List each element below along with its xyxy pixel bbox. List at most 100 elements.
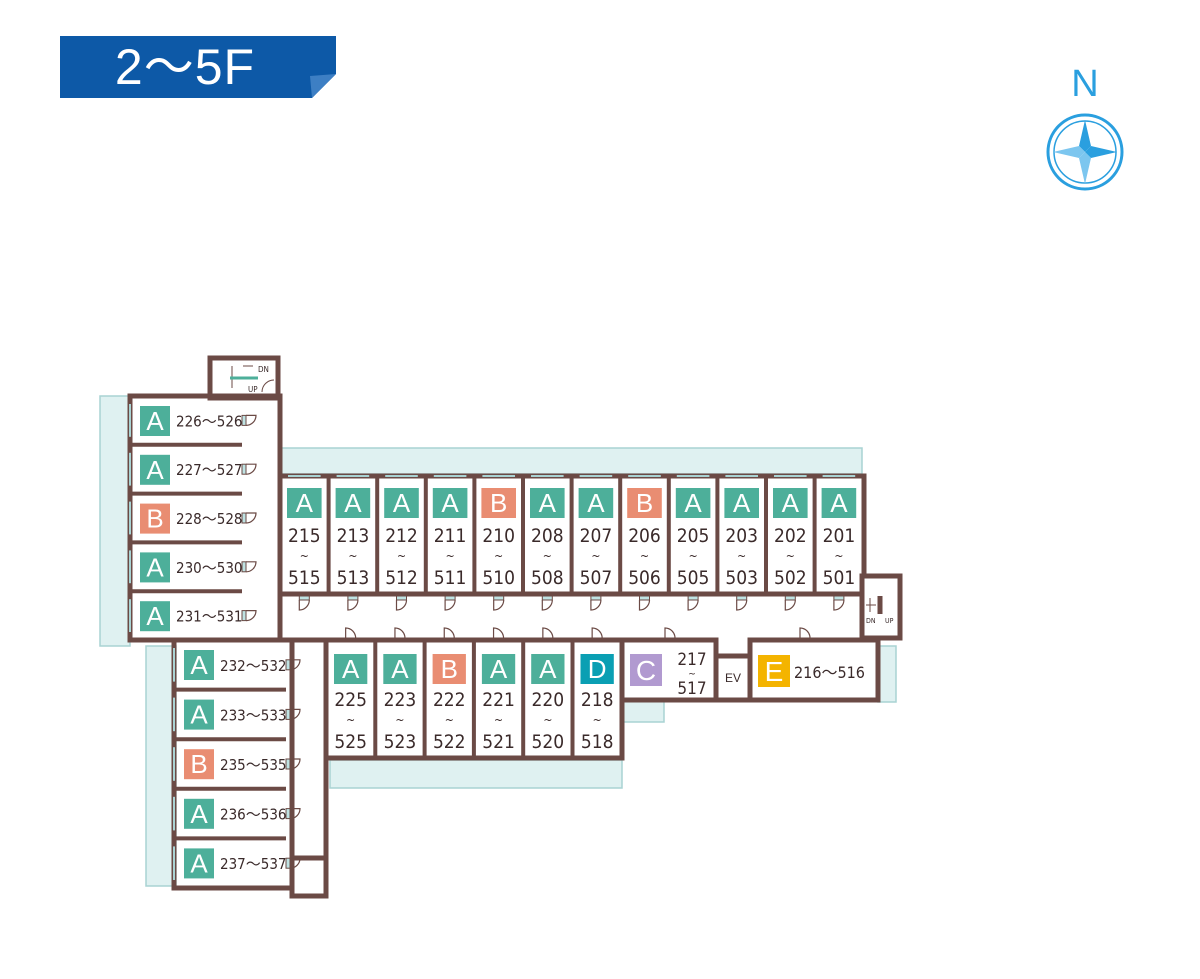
- room-218-type-label: D: [588, 654, 607, 684]
- room-222-range-sep: ~: [445, 713, 454, 727]
- room-237-type-label: A: [190, 848, 208, 878]
- room-225-to: 525: [334, 731, 367, 753]
- room-220-from: 220: [532, 689, 565, 711]
- room-217-to: 517: [677, 679, 706, 699]
- room-233-range: 233～533: [220, 706, 287, 724]
- room-226-type-label: A: [146, 406, 164, 436]
- room-236-type-label: A: [190, 799, 208, 829]
- room-227[interactable]: A 227～527: [129, 442, 257, 486]
- room-217-from: 217: [677, 650, 706, 670]
- room-215-type-label: A: [296, 488, 314, 518]
- room-222-type-label: B: [441, 654, 458, 684]
- room-227-range: 227～527: [176, 461, 243, 479]
- room-208-type-label: A: [539, 488, 557, 518]
- room-203-from: 203: [725, 525, 758, 547]
- rooms-middle-row: A225~525A223~523B222~522A221~521A220~520…: [334, 627, 614, 758]
- room-218-to: 518: [581, 731, 614, 753]
- stair-dn-label-right: DN: [866, 617, 876, 625]
- room-201-range-sep: ~: [834, 549, 843, 563]
- room-227-type-badge: [140, 454, 170, 485]
- room-226-range: 226～526: [176, 412, 243, 430]
- room-208-to: 508: [531, 567, 564, 589]
- room-221-from: 221: [482, 689, 515, 711]
- room-227-type-label: A: [146, 455, 164, 485]
- room-216-type-badge: [758, 655, 790, 687]
- room-203-type-label: A: [733, 488, 751, 518]
- room-232-range: 232～532: [220, 657, 287, 675]
- room-216-type-label: E: [765, 656, 784, 687]
- room-212-range-sep: ~: [397, 549, 406, 563]
- floor-label: 2～5F: [114, 39, 256, 95]
- room-202-to: 502: [774, 567, 807, 589]
- room-208-type-badge: [530, 488, 565, 518]
- room-228-range: 228～528: [176, 510, 243, 528]
- room-230-type-badge: [140, 552, 170, 583]
- room-203-type-badge: [724, 488, 759, 518]
- room-237-type-badge: [184, 848, 214, 879]
- room-217-range-sep: ~: [688, 669, 696, 680]
- room-223-type-badge: [383, 654, 417, 684]
- room-207-to: 507: [580, 567, 613, 589]
- room-225-type-label: A: [342, 654, 360, 684]
- room-218-range-sep: ~: [593, 713, 602, 727]
- room-226[interactable]: A 226～526: [129, 404, 257, 437]
- room-202-type-label: A: [782, 488, 800, 518]
- room-221-type-badge: [481, 654, 516, 684]
- room-205-range-sep: ~: [689, 549, 698, 563]
- room-211-range-sep: ~: [446, 549, 455, 563]
- room-213-to: 513: [337, 567, 370, 589]
- room-202-from: 202: [774, 525, 807, 547]
- room-223-range-sep: ~: [395, 713, 404, 727]
- room-233-type-badge: [184, 699, 214, 730]
- room-208-range-sep: ~: [543, 549, 552, 563]
- room-222-from: 222: [433, 689, 466, 711]
- room-212-type-badge: [384, 488, 419, 518]
- room-228-type-badge: [140, 503, 170, 534]
- room-215-range-sep: ~: [300, 549, 309, 563]
- room-215-from: 215: [288, 525, 321, 547]
- room-210-type-badge: [481, 488, 516, 518]
- floor-banner: [60, 36, 336, 98]
- room-225-range-sep: ~: [346, 713, 355, 727]
- room-226-type-badge: [140, 406, 170, 436]
- compass-icon: N: [1046, 63, 1124, 191]
- room-236-type-badge: [184, 798, 214, 829]
- room-230-range: 230～530: [176, 559, 243, 577]
- room-205-to: 505: [677, 567, 710, 589]
- room-223-from: 223: [384, 689, 417, 711]
- room-207-from: 207: [580, 525, 613, 547]
- elevator-label: EV: [725, 671, 741, 685]
- building-structure: DN UP DN UP EV: [99, 355, 903, 899]
- room-221-type-label: A: [490, 654, 508, 684]
- stair-dn-label: DN: [258, 365, 269, 374]
